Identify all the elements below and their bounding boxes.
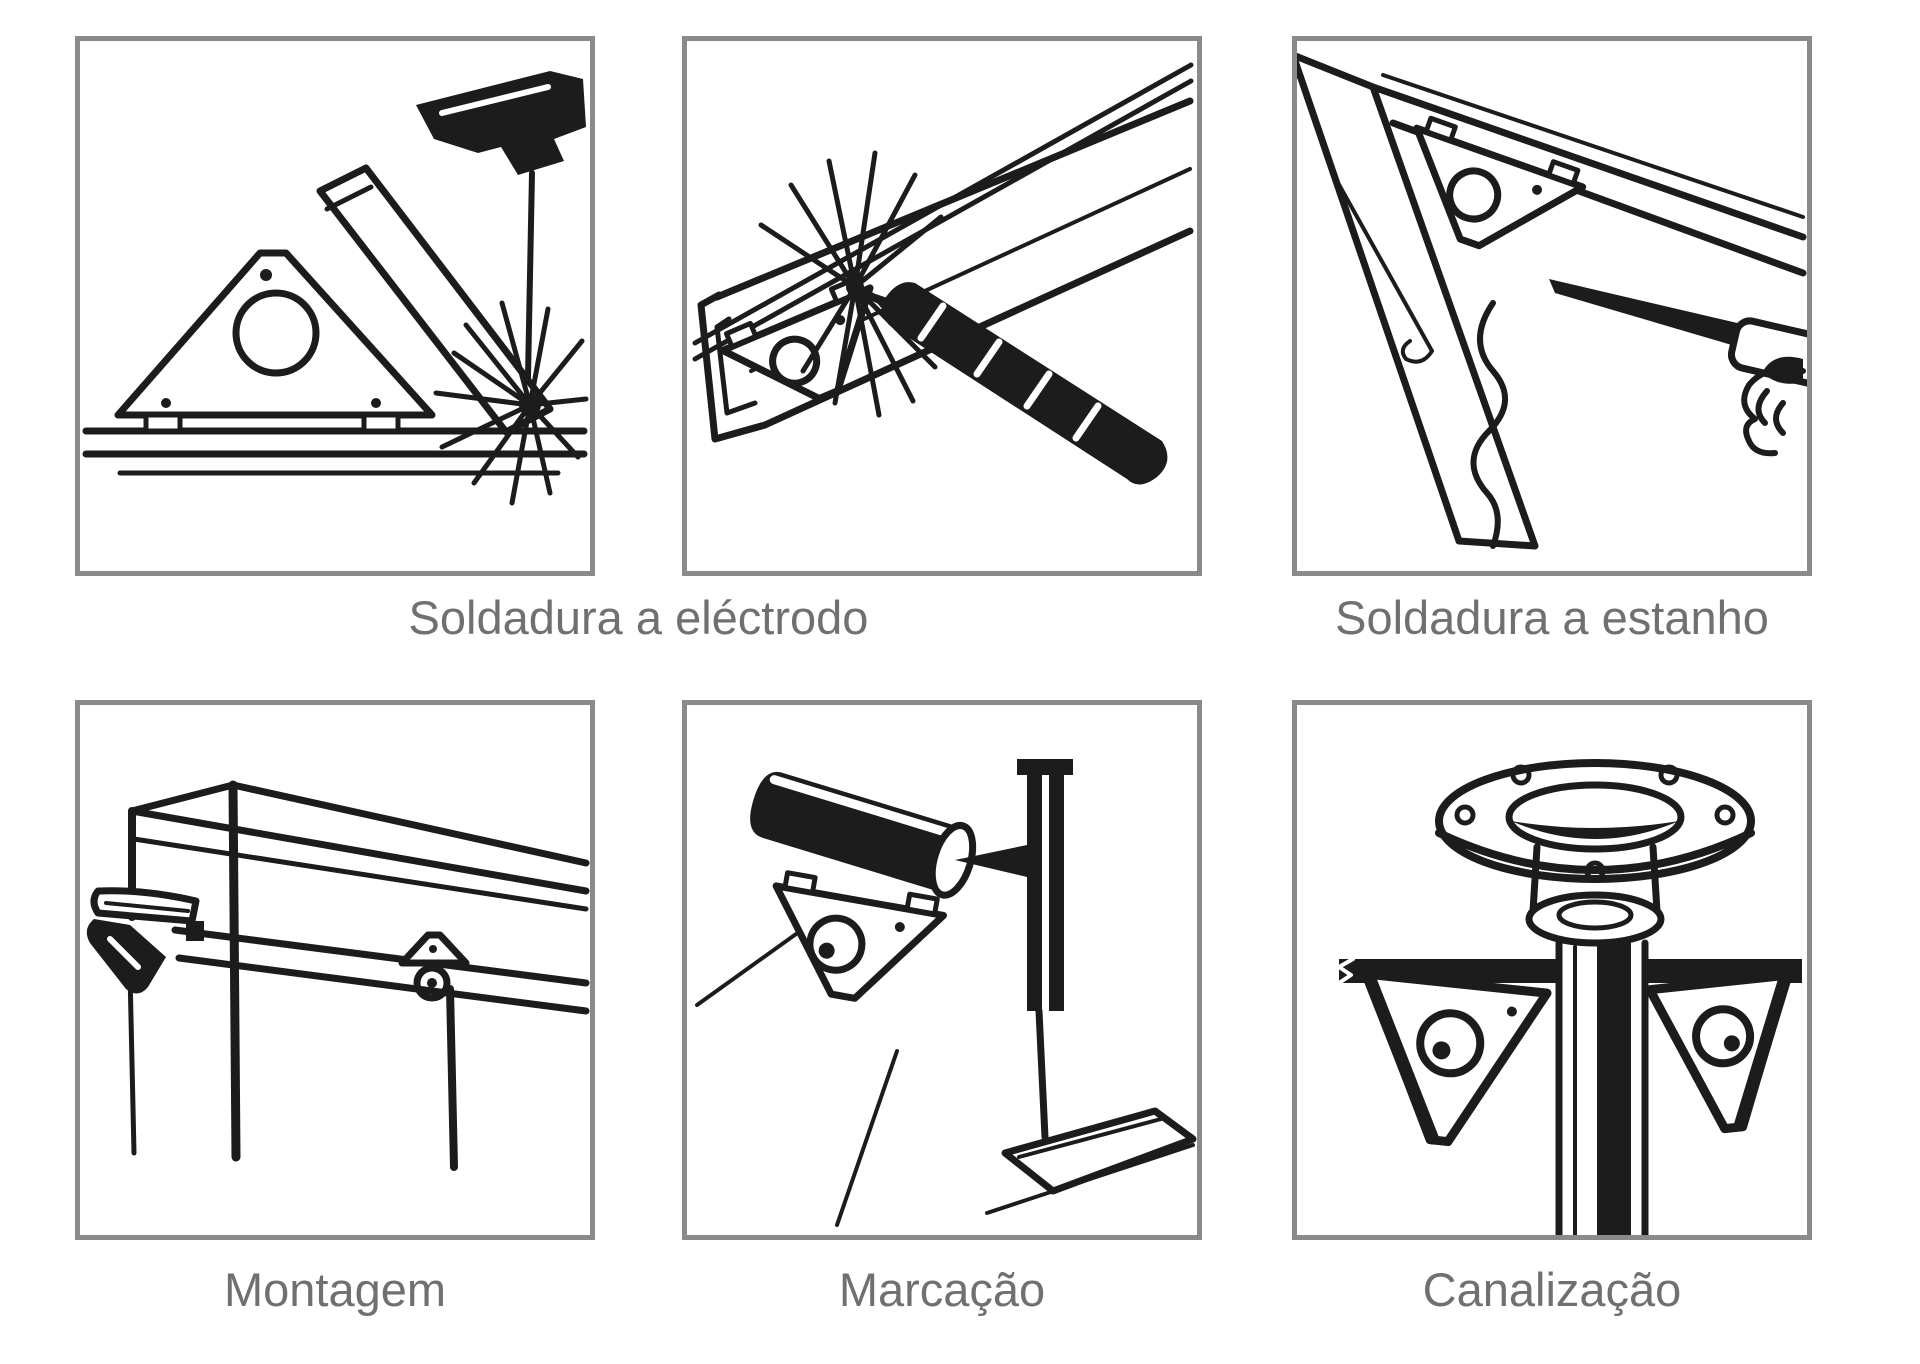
stand-base (1001, 1107, 1197, 1195)
workpiece-bar (316, 164, 554, 436)
beam-top-edge (713, 97, 1194, 301)
arc-welding-bar-illustration (82, 71, 589, 506)
marking-illustration (695, 759, 1197, 1227)
sheet-panel (1297, 52, 1539, 550)
electrode-holder-icon (416, 71, 586, 175)
panel-arc-welding-bar (75, 36, 595, 576)
solder-wire (1335, 179, 1434, 353)
soldering-iron-icon (1549, 279, 1763, 353)
electrode-rod (856, 288, 886, 306)
pipe-flange-illustration (1337, 759, 1802, 1235)
scriber-point (955, 845, 1027, 877)
beam-end-cap (697, 291, 769, 443)
panel-tin-soldering (1292, 36, 1812, 576)
stand-bar (1027, 771, 1042, 1011)
caption-canalizacao: Canalização (1422, 1263, 1682, 1316)
magnet-square-icon (1413, 115, 1587, 250)
panel-assembly (75, 700, 595, 1240)
caption-soldadura-estanho: Soldadura a estanho (1335, 591, 1769, 644)
frame-right-leg (446, 985, 458, 1171)
panel-marking (682, 700, 1202, 1240)
frame-main-leg (228, 780, 241, 1162)
pipe (1597, 943, 1631, 1235)
caption-marcacao: Marcação (838, 1263, 1046, 1316)
caption-montagem: Montagem (223, 1263, 447, 1316)
frame-top-left-edge (128, 781, 237, 815)
hand-icon (1741, 365, 1806, 457)
magnet-square-icon (114, 249, 436, 419)
magnet-square-icon (772, 870, 948, 1002)
top-bar-edge (1369, 83, 1807, 241)
frame-bottom-rail (171, 926, 590, 987)
solder-coil (1470, 300, 1509, 549)
shaft-cylinder (750, 771, 977, 899)
electrode-holder-icon (882, 282, 1168, 485)
flange-icon (1435, 759, 1755, 947)
panel-plumbing (1292, 700, 1812, 1240)
caption-soldadura-electrodo: Soldadura a eléctrodo (408, 591, 869, 644)
tin-soldering-illustration (1297, 52, 1807, 550)
panel-arc-welding-beam (682, 36, 1202, 576)
weld-sparks (433, 300, 589, 506)
magnet-square-icon (1645, 970, 1792, 1134)
arc-welding-beam-illustration (692, 62, 1194, 485)
assembly-frame-illustration (86, 780, 590, 1171)
magnet-square-icon (1362, 969, 1552, 1147)
electrode-rod (525, 170, 535, 380)
